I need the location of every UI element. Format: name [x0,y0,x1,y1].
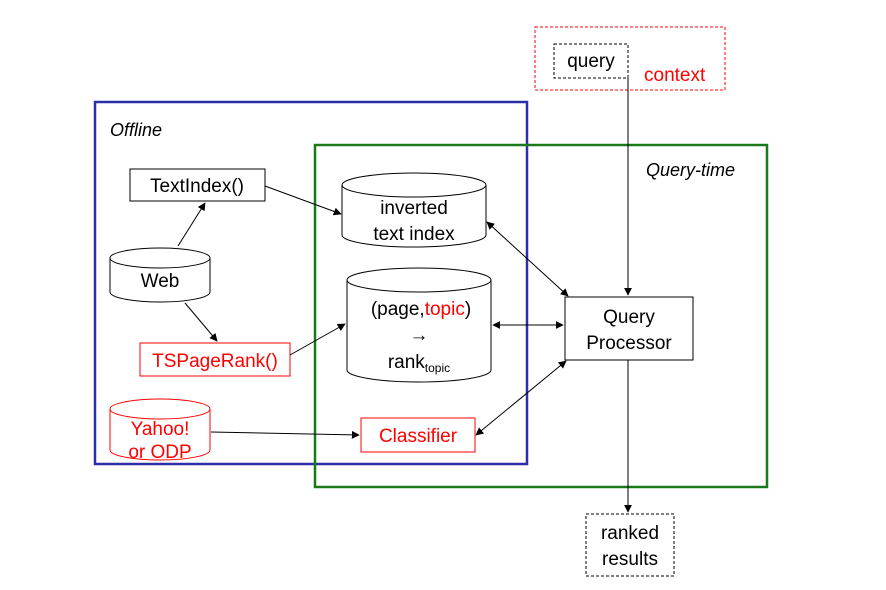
page-topic-rank-database: (page,topic) → ranktopic [346,267,492,383]
page-text: (page, [371,299,425,320]
rank-subscript: topic [425,361,450,375]
inverted-label: inverted [380,198,448,219]
arrow-tspagerank-to-rank [289,323,346,356]
maps-to-arrow: → [410,325,429,346]
textindex-box [129,168,266,202]
yahoo-odp-database: Yahoo! or ODP [109,398,211,463]
yahoo-label: Yahoo! [131,419,190,440]
context-box [534,26,726,91]
query-processor-line1: Query [603,307,655,328]
text-index-label: text index [373,224,455,245]
arrow-classifier-queryprocessor [475,360,567,436]
query-time-label: Query-time [646,160,735,180]
query-label: query [567,51,615,72]
query-box [553,43,629,79]
topic-text: topic [425,299,465,320]
offline-label: Offline [110,120,162,140]
arrow-inverted-queryprocessor [486,221,569,297]
context-label: context [644,65,706,86]
classifier-box [360,417,476,453]
textindex-label: TextIndex() [150,176,244,197]
results-label: results [602,549,658,570]
query-processor-box [564,296,694,361]
query-processor-line2: Processor [586,333,672,354]
page-topic-label: (page,topic) [371,299,471,320]
tspagerank-box [139,342,291,377]
paren-text: ) [465,299,471,320]
arrow-web-to-tspagerank [184,302,218,342]
ranked-label: ranked [601,523,659,544]
arrow-yahoo-to-classifier [210,430,360,439]
rank-topic-label: ranktopic [388,352,450,375]
inverted-index-database: inverted text index [341,172,487,248]
rank-text: rank [388,352,425,373]
arrow-web-to-textindex [177,202,206,247]
tspagerank-label: TSPageRank() [152,351,278,372]
classifier-label: Classifier [379,426,458,447]
ranked-results-box [585,513,675,577]
web-database: Web [109,247,211,303]
web-label: Web [141,271,180,292]
query-time-region [313,143,769,489]
arrow-textindex-to-inverted [264,185,342,216]
odp-label: or ODP [128,442,191,463]
